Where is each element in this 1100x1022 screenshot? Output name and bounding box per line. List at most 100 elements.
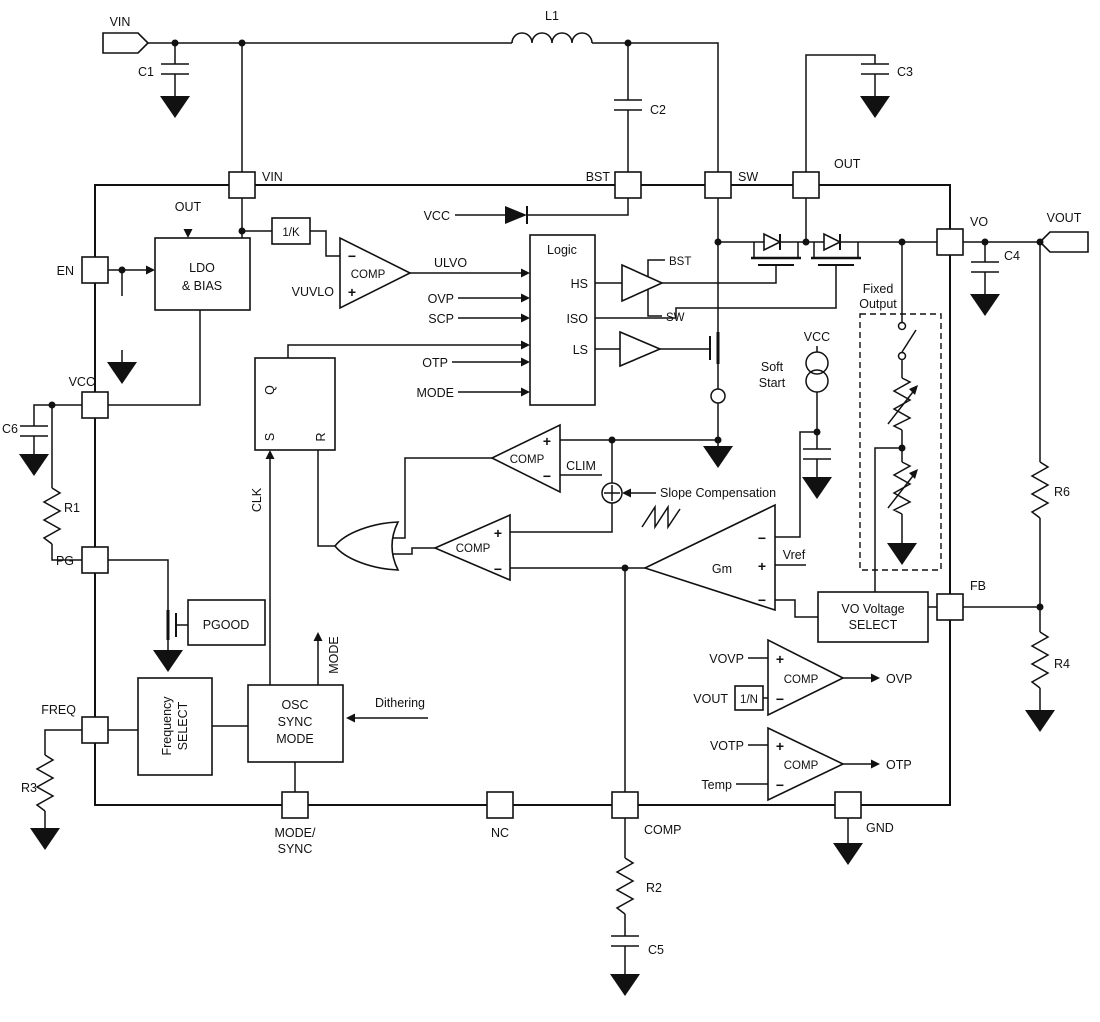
r1-label: R1 <box>64 501 80 515</box>
clim-minus: − <box>543 468 551 484</box>
soft-start: VCC Soft Start <box>759 330 831 460</box>
pgood-block: PGOOD <box>166 599 266 646</box>
c1-label: C1 <box>138 65 154 79</box>
dithering-label: Dithering <box>375 696 425 710</box>
pin-vo: VO <box>936 215 988 256</box>
otp-comp-label: COMP <box>784 760 819 772</box>
ovp-input-label: OVP <box>428 292 454 306</box>
c4-label: C4 <box>1004 249 1020 263</box>
otp-minus: − <box>776 777 784 793</box>
ldo-bias-block: LDO & BIAS <box>154 237 251 311</box>
pin-mode-sync-label-2: SYNC <box>278 842 313 856</box>
pin-sw: SW <box>704 170 758 199</box>
ground-icon <box>802 477 832 499</box>
pin-fb: FB <box>936 579 986 621</box>
fixed-output-label-2: Output <box>859 297 897 311</box>
osc-sync-mode-block: OSC SYNC MODE <box>247 684 344 763</box>
pin-out: OUT <box>792 157 861 199</box>
pwm-minus: − <box>494 561 502 577</box>
sw-rail-label: SW <box>666 312 685 324</box>
frequency-select-block: Frequency SELECT <box>137 677 213 776</box>
r3-label: R3 <box>21 781 37 795</box>
logic-ls-label: LS <box>573 343 588 357</box>
uvlo-comp-label: COMP <box>351 269 386 281</box>
pin-en: EN <box>57 256 109 284</box>
ground-symbols <box>19 96 1055 996</box>
pwm-plus: + <box>494 525 502 541</box>
pin-freq-label: FREQ <box>41 703 76 717</box>
bootstrap-vcc-label: VCC <box>424 209 450 223</box>
ground-icon <box>160 96 190 118</box>
pin-bst: BST <box>586 170 642 199</box>
low-side-fet <box>709 332 726 404</box>
wire-internal-control <box>108 198 527 792</box>
ulvo-label: ULVO <box>434 256 467 270</box>
capacitor-c4 <box>971 261 999 273</box>
sawtooth-icon <box>641 504 681 530</box>
latch-q-label: Q <box>263 385 277 395</box>
ground-icon <box>19 454 49 476</box>
osc-label-3: MODE <box>276 732 314 746</box>
wire-internal-analog <box>392 346 937 792</box>
vin-terminal <box>102 32 150 54</box>
temp-label: Temp <box>701 778 732 792</box>
vovp-label: VOVP <box>709 652 744 666</box>
vref-label: Vref <box>783 548 806 562</box>
mode-input-label: MODE <box>417 386 455 400</box>
pin-bst-label: BST <box>586 170 611 184</box>
soft-start-label-1: Soft <box>761 360 784 374</box>
logic-title: Logic <box>547 243 577 257</box>
scp-input-label: SCP <box>428 312 454 326</box>
hs-gate-driver: BST SW <box>621 256 691 324</box>
bootstrap-diode: VCC <box>424 206 528 224</box>
vo-select-label-1: VO Voltage <box>841 602 904 616</box>
otp-output-label: OTP <box>886 758 912 772</box>
clim-threshold-label: CLIM <box>566 459 596 473</box>
sr-latch-block: Q S R <box>254 357 336 451</box>
wire-left-net <box>33 404 82 828</box>
n-divider-label: 1/N <box>740 694 758 706</box>
high-side-fet <box>751 232 801 266</box>
ground-icon <box>970 294 1000 316</box>
pin-pg: PG <box>56 546 109 574</box>
pin-comp: COMP <box>611 791 682 837</box>
vout-div-label: VOUT <box>693 692 728 706</box>
resistor-r6 <box>1030 461 1050 519</box>
ic-boundary <box>94 184 951 806</box>
ground-icon <box>107 362 137 384</box>
ls-gate-driver <box>619 330 663 368</box>
otp-input-label: OTP <box>422 356 448 370</box>
pin-gnd-label: GND <box>866 821 894 835</box>
pin-vcc-label: VCC <box>69 375 95 389</box>
k-divider-label: 1/K <box>282 227 300 239</box>
divider-resistor-bottom <box>892 461 912 515</box>
c6-label: C6 <box>2 422 18 436</box>
capacitor-c6 <box>20 425 48 437</box>
n-divider-block <box>734 685 764 711</box>
pin-freq: FREQ <box>41 703 109 744</box>
otp-comparator: + − COMP VOTP Temp OTP <box>701 726 912 802</box>
wires <box>33 42 1041 974</box>
slope-comp-summing-node: Slope Compensation <box>601 482 776 530</box>
gm-plus: + <box>758 558 766 574</box>
vo-select-label-2: SELECT <box>849 618 898 632</box>
switch-contact <box>897 321 907 331</box>
arrowheads <box>146 229 918 769</box>
vin-terminal-label: VIN <box>110 15 131 29</box>
resistor-r1 <box>42 487 62 545</box>
capacitor-c2 <box>614 99 642 111</box>
ovp-comp-label: COMP <box>784 674 819 686</box>
ground-icon <box>887 543 917 565</box>
r4-label: R4 <box>1054 657 1070 671</box>
pin-nc: NC <box>486 791 514 840</box>
current-limit-comparator: + − COMP CLIM <box>490 423 596 494</box>
clk-label: CLK <box>250 487 264 512</box>
logic-block: Logic HS ISO LS <box>529 234 596 406</box>
vout-terminal <box>1038 231 1089 253</box>
pgood-label: PGOOD <box>203 618 250 632</box>
pin-vin-label: VIN <box>262 170 283 184</box>
mode-up-label: MODE <box>327 636 341 674</box>
logic-iso-label: ISO <box>566 312 588 326</box>
